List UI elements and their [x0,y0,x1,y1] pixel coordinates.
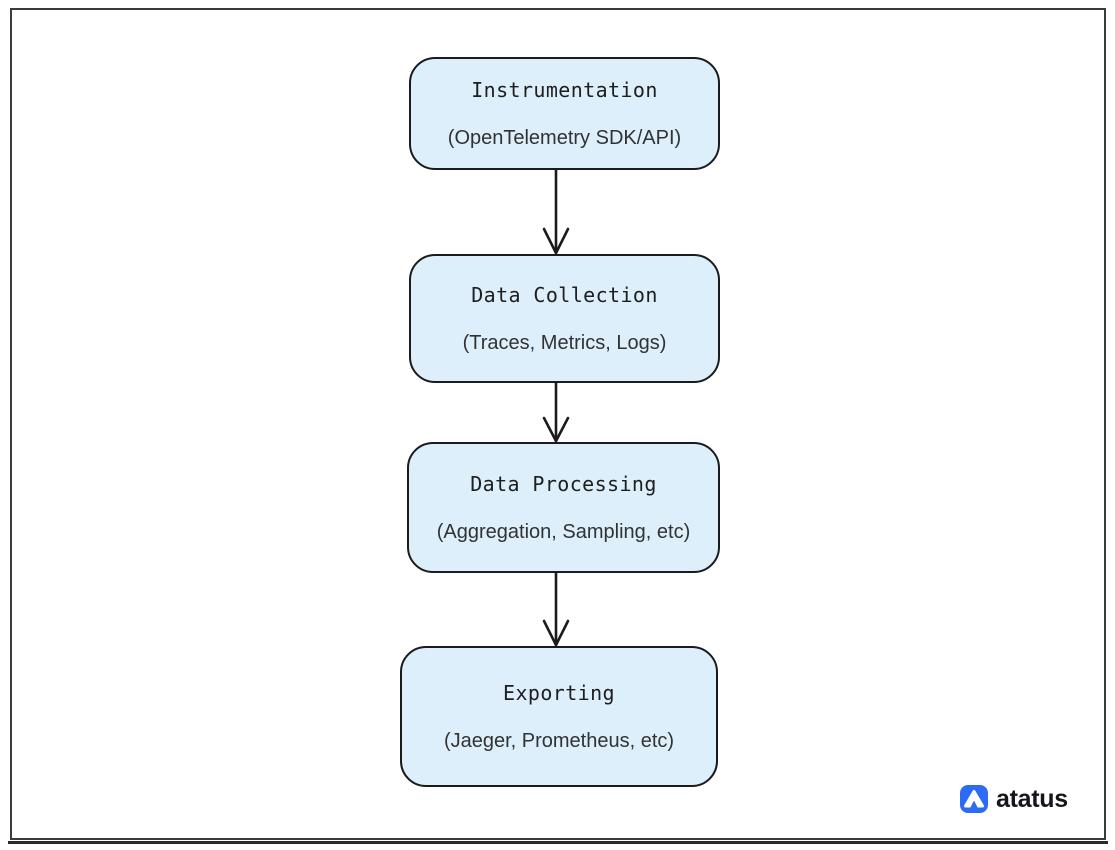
node-instrumentation-subtitle: (OpenTelemetry SDK/API) [447,126,682,149]
node-exporting: Exporting (Jaeger, Prometheus, etc) [400,646,718,787]
node-data-collection: Data Collection (Traces, Metrics, Logs) [409,254,720,383]
node-exporting-title: Exporting [503,680,615,705]
node-data-collection-subtitle: (Traces, Metrics, Logs) [462,331,667,354]
node-instrumentation: Instrumentation (OpenTelemetry SDK/API) [409,57,720,170]
node-data-processing-title: Data Processing [470,471,657,496]
atatus-logo-icon [960,785,988,813]
node-exporting-subtitle: (Jaeger, Prometheus, etc) [443,729,675,752]
arrow-instrumentation-to-collection [542,168,570,255]
canvas-frame [10,8,1106,840]
atatus-logo: atatus [960,784,1068,814]
canvas-frame-bottom-edge [8,841,1108,844]
atatus-logo-text: atatus [996,784,1068,813]
node-data-processing-subtitle: (Aggregation, Sampling, etc) [436,520,691,543]
node-data-processing: Data Processing (Aggregation, Sampling, … [407,442,720,573]
node-instrumentation-title: Instrumentation [471,77,658,102]
arrow-collection-to-processing [542,381,570,443]
node-data-collection-title: Data Collection [471,282,658,307]
arrow-processing-to-exporting [542,571,570,647]
